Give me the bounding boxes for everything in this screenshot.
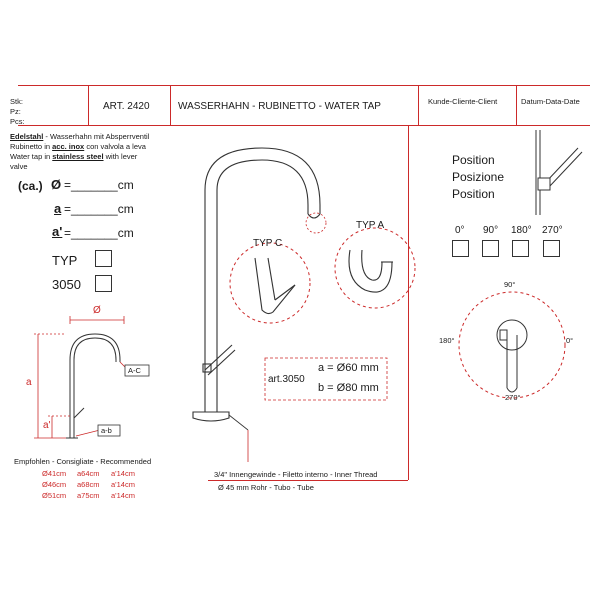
page-title: WASSERHAHN - RUBINETTO - WATER TAP <box>178 101 381 112</box>
position-checkbox-270[interactable] <box>543 240 560 257</box>
position-checkbox-90[interactable] <box>482 240 499 257</box>
side-tap-drawing <box>66 333 121 439</box>
list-item: a68cm <box>77 480 100 489</box>
client-label: Kunde-Cliente-Client <box>428 97 498 106</box>
model-checkbox[interactable] <box>95 275 112 292</box>
header-divider-2 <box>170 85 171 125</box>
approx-label: (ca.) <box>18 179 43 193</box>
main-tap-drawing <box>192 147 321 422</box>
stk-label: Stk: <box>10 97 23 106</box>
model-dimension-box <box>264 357 388 401</box>
ac-label: A-C <box>128 366 141 375</box>
dial-label-180: 180° <box>439 336 455 345</box>
typ-checkbox[interactable] <box>95 250 112 267</box>
ab-label: a-b <box>101 426 112 435</box>
header-divider-4 <box>516 85 517 125</box>
height-a-prime-label: a' <box>52 224 63 239</box>
header-divider-1 <box>88 85 89 125</box>
thread-label: 3/4" Innengewinde - Filetto interno - In… <box>214 470 378 479</box>
pcs-label: Pcs: <box>10 117 25 126</box>
header-divider-3 <box>418 85 419 125</box>
position-title-en: Position <box>452 187 495 201</box>
angle-label-270: 270° <box>542 225 563 236</box>
diameter-field[interactable]: =_______cm <box>64 178 134 192</box>
dimension-b-label: b = Ø80 mm <box>318 382 379 394</box>
height-a-label: a <box>54 201 62 216</box>
model-art-label: art.3050 <box>268 374 305 385</box>
dial-label-270: 270° <box>505 393 521 402</box>
list-item: a64cm <box>77 469 100 478</box>
position-checkbox-0[interactable] <box>452 240 469 257</box>
dial-label-0: 0° <box>566 336 574 345</box>
detail-profiles <box>254 249 393 315</box>
side-a-label: a <box>26 377 32 388</box>
thread-rule <box>208 480 408 481</box>
list-item: Ø41cm <box>42 469 67 478</box>
position-column-divider <box>408 125 409 480</box>
detail-circle-typ-c <box>229 242 311 324</box>
position-handle-drawing <box>535 130 583 215</box>
date-label: Datum-Data-Date <box>521 97 580 106</box>
detail-marker <box>305 212 327 234</box>
diameter-label: Ø <box>51 177 62 192</box>
list-item: a'14cm <box>111 491 135 500</box>
desc-material-it: acc. inox <box>52 142 85 151</box>
pz-label: Pz: <box>10 107 21 116</box>
model-label: 3050 <box>52 277 81 292</box>
position-checkbox-180[interactable] <box>512 240 529 257</box>
typ-label: TYP <box>52 253 78 268</box>
typ-a-label: TYP A <box>356 220 385 231</box>
article-number: ART. 2420 <box>103 101 150 112</box>
side-a-prime-label: a' <box>43 420 51 431</box>
angle-label-180: 180° <box>511 225 532 236</box>
list-item: a'14cm <box>111 480 135 489</box>
description-line-1: Edelstahl - Wasserhahn mit Absperrventil <box>10 132 150 141</box>
thread-leader <box>228 414 249 431</box>
position-dial-drawing <box>496 319 528 393</box>
ab-tag <box>97 424 121 437</box>
height-a-field[interactable]: =_______cm <box>64 202 134 216</box>
tube-label: Ø 45 mm Rohr - Tubo - Tube <box>218 483 314 492</box>
position-title-de: Position <box>452 153 495 167</box>
header-top-rule <box>18 85 590 86</box>
list-item: Ø46cm <box>42 480 67 489</box>
dial-label-90: 90° <box>504 280 516 289</box>
list-item: Ø51cm <box>42 491 67 500</box>
desc-material-de: Edelstahl <box>10 132 44 141</box>
angle-label-0: 0° <box>455 225 465 236</box>
description-line-3: Water tap in stainless steel with lever <box>10 152 138 161</box>
list-item: a75cm <box>77 491 100 500</box>
recommended-title: Empfohlen - Consigliate - Recommended <box>14 457 152 466</box>
angle-label-90: 90° <box>483 225 499 236</box>
position-title-it: Posizione <box>452 170 505 184</box>
typ-c-label: TYP C <box>253 238 283 249</box>
height-a-prime-field[interactable]: =_______cm <box>64 226 134 240</box>
position-dial <box>458 291 566 399</box>
description-line-2: Rubinetto in acc. inox con valvola a lev… <box>10 142 146 151</box>
header-bottom-rule <box>18 125 590 126</box>
side-diameter-label: Ø <box>93 305 101 316</box>
ac-tag <box>124 364 150 377</box>
dimension-a-label: a = Ø60 mm <box>318 362 379 374</box>
description-line-4: valve <box>10 162 28 171</box>
list-item: a'14cm <box>111 469 135 478</box>
detail-circle-typ-a <box>334 227 416 309</box>
desc-material-en: stainless steel <box>52 152 104 161</box>
